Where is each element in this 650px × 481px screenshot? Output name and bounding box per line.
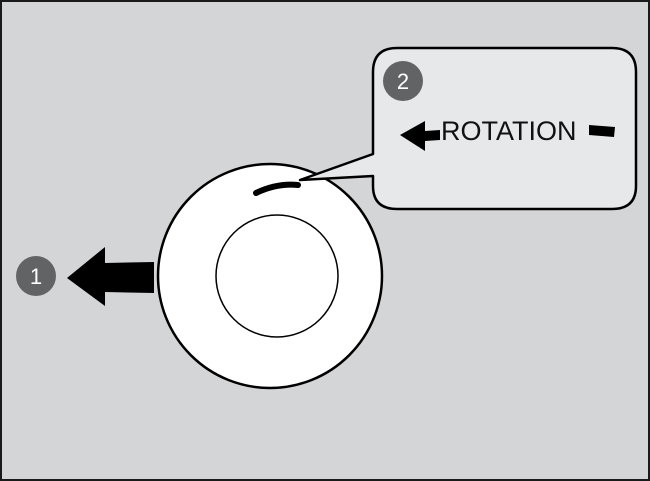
knob-center-cap [215,214,339,338]
step-2-number: 2 [397,69,409,94]
pull-left-arrow-icon [67,247,154,306]
step-2-badge: 2 [383,61,423,101]
rotation-callout: ROTATION 2 [298,46,638,211]
callout-bubble [298,46,638,211]
rotate-arrow-icon [400,121,440,151]
callout-trailing-bar [589,125,615,137]
step-1: 1 [16,247,154,306]
knob-indicator-mark [253,181,301,196]
callout-label: ROTATION [441,116,577,146]
step-1-badge: 1 [16,256,56,296]
step-1-number: 1 [30,264,42,289]
knob [156,162,384,390]
